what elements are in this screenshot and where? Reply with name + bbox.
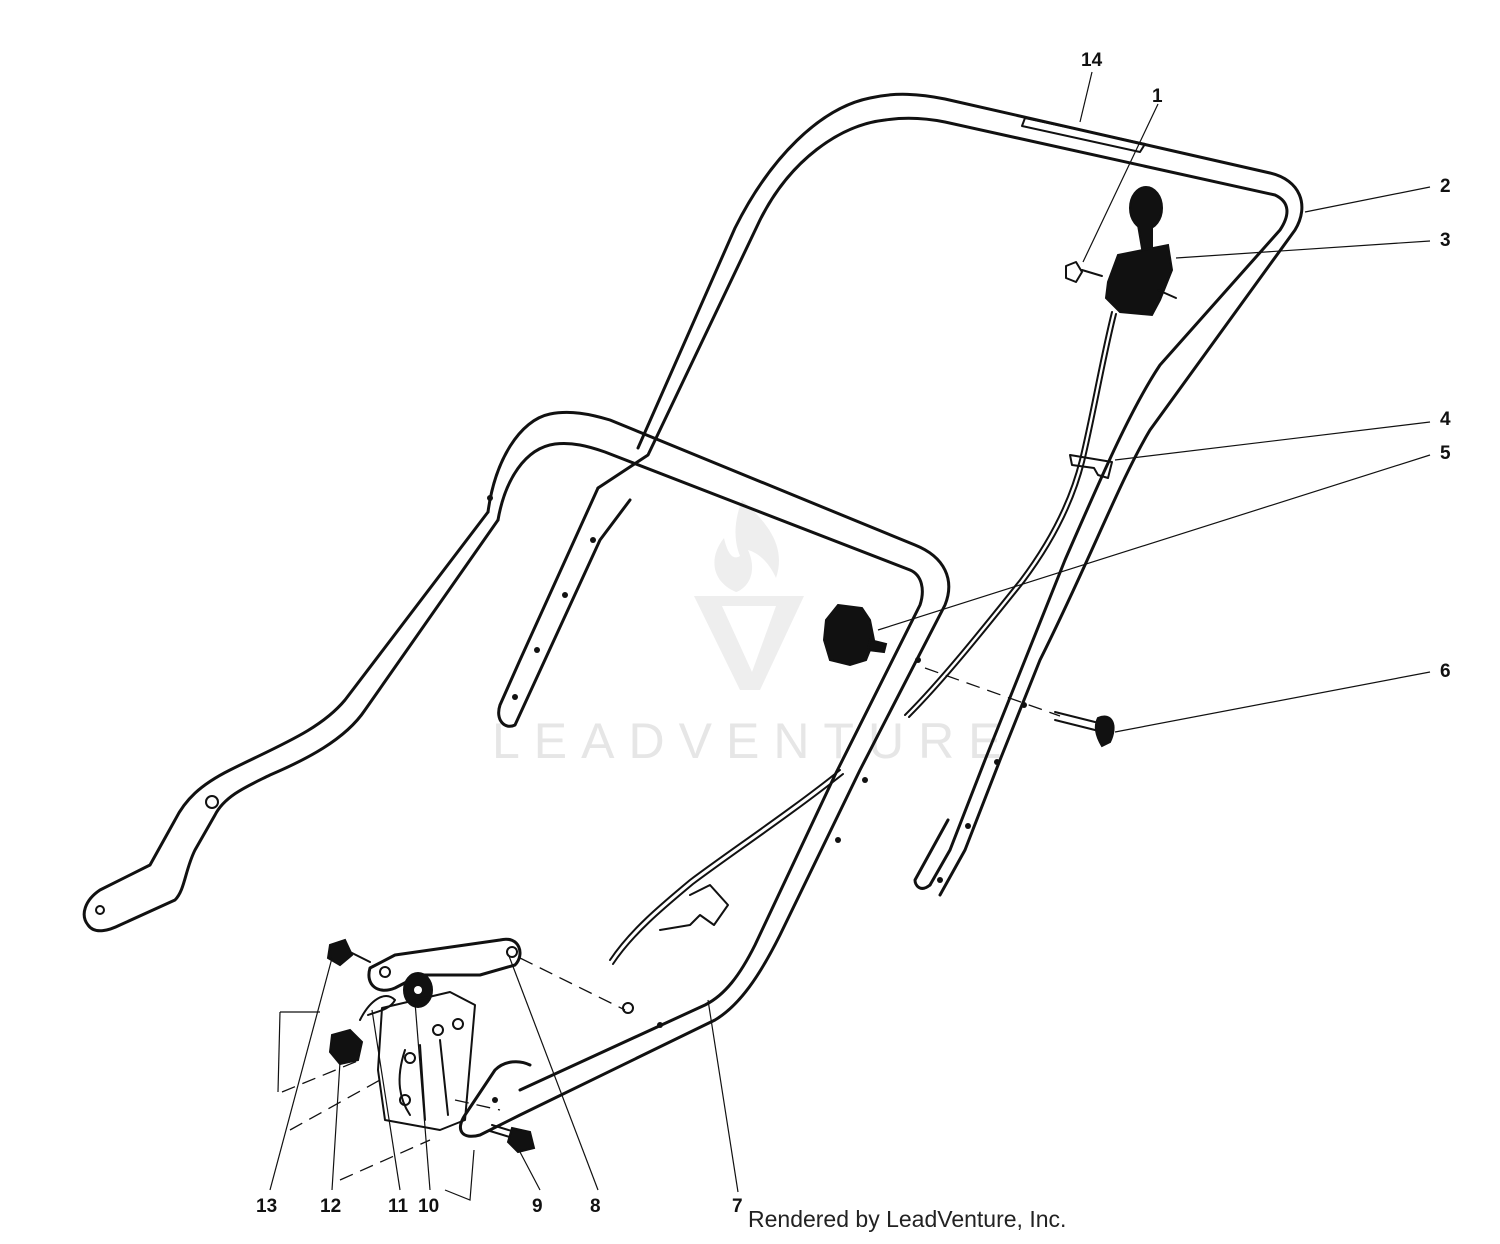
watermark-flame-icon [714,500,779,592]
height-bracket [367,937,522,992]
nut-12 [328,1028,364,1066]
callout-2: 2 [1440,176,1451,197]
lever-knob [1129,186,1163,230]
upper-handle [497,92,1304,897]
screw-1 [1065,261,1103,283]
callout-3: 3 [1440,230,1451,251]
callout-12: 12 [320,1196,341,1217]
leader-lines [269,71,1431,1193]
grip-label-14 [1021,117,1146,153]
lever-bracket [1104,243,1174,317]
callout-9: 9 [532,1196,543,1217]
callout-11: 11 [388,1196,409,1217]
callout-6: 6 [1440,661,1451,682]
callout-labels: 14 1 2 3 4 5 6 7 8 9 10 11 12 13 [256,50,1451,1217]
hairpin-11 [359,995,396,1021]
handle-knob [822,603,888,667]
bolt-13 [326,938,371,967]
control-lever-assembly [1065,186,1177,317]
callout-14: 14 [1081,50,1103,71]
callout-5: 5 [1440,443,1451,464]
assembly-lines [277,667,1061,1201]
bolt-9 [489,1124,536,1154]
watermark: LEADVENTURE [492,500,1016,769]
callout-1: 1 [1152,86,1163,107]
render-credit: Rendered by LeadVenture, Inc. [748,1206,1067,1232]
control-cable [609,311,1117,965]
callout-7: 7 [732,1196,743,1217]
callout-10: 10 [418,1196,439,1217]
lower-handle [82,410,951,1138]
watermark-text: LEADVENTURE [492,713,1016,769]
carriage-bolt [1054,711,1115,748]
cable-clip [1069,454,1113,479]
watermark-v-icon [694,596,804,690]
callout-13: 13 [256,1196,277,1217]
callout-8: 8 [590,1196,601,1217]
callout-4: 4 [1440,409,1451,430]
mounting-plate [377,991,476,1131]
